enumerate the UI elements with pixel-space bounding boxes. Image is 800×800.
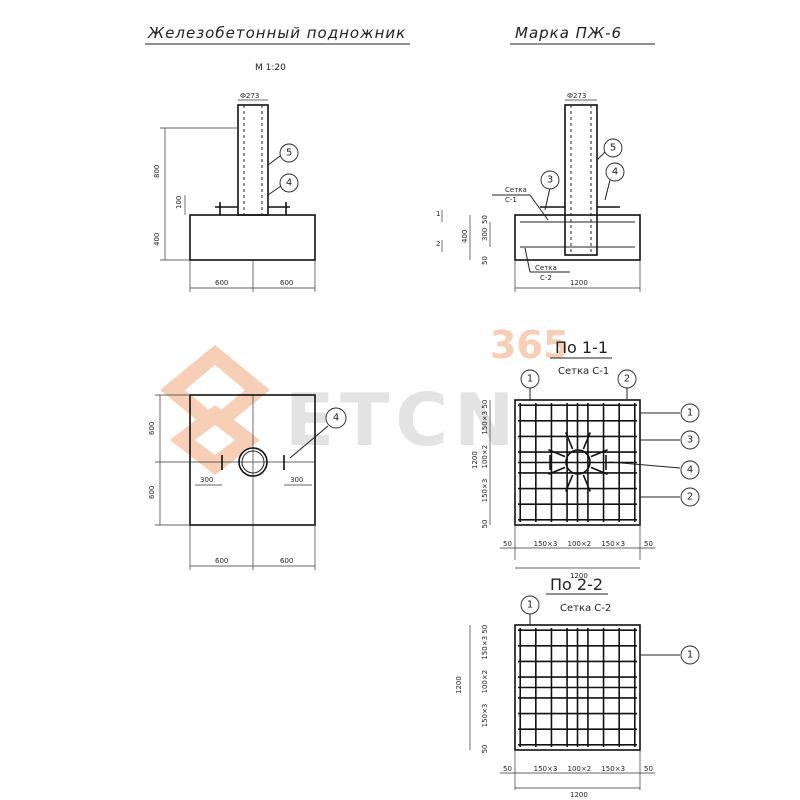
plan-dim-300-b: 300 <box>290 476 303 484</box>
radial-bar <box>548 449 566 458</box>
dimension-segment: 100×2 <box>481 670 489 694</box>
drawing-mark: Марка ПЖ-6 <box>515 24 622 42</box>
watermark-logo-icon <box>160 345 270 475</box>
mesh-c1-label: Сетка <box>505 186 527 194</box>
dimension-segment: 100×2 <box>568 540 592 548</box>
section-2-position-1-right: 1 <box>687 650 693 661</box>
mesh-c1-code: С-1 <box>505 196 517 204</box>
section-2-subtitle: Сетка С-2 <box>560 603 611 614</box>
plan-dim-600-top: 600 <box>148 422 156 435</box>
dimension-segment: 50 <box>481 625 489 634</box>
dim-50-top: 50 <box>481 215 489 224</box>
dim-800: 800 <box>153 165 161 178</box>
watermark-number: 365 <box>490 323 569 367</box>
section-1-dim-1200-left: 1200 <box>471 451 479 469</box>
dim-100: 100 <box>175 196 183 209</box>
dimension-segment: 50 <box>481 519 489 528</box>
section-mark-2: 2 <box>436 240 440 248</box>
section-1-1: По 1-1 Сетка С-1 1200 1200 1 2 1 3 4 2 <box>471 338 700 580</box>
dimension-segment: 150×3 <box>481 704 489 728</box>
plan-dim-600-b: 600 <box>280 557 293 565</box>
radial-bar <box>582 432 591 450</box>
watermark-brand: ETCN <box>285 378 520 462</box>
dimension-segment: 50 <box>503 540 512 548</box>
plan-position-4-bubble: 4 <box>333 413 339 424</box>
dimension-segment: 100×2 <box>481 445 489 469</box>
position-4-bubble-right: 4 <box>612 167 618 178</box>
dimension-segment: 150×3 <box>601 540 625 548</box>
plan-dim-600-a: 600 <box>215 557 228 565</box>
section-1-position-3-right: 3 <box>687 435 693 446</box>
dimension-segment: 50 <box>481 744 489 753</box>
dim-600-b: 600 <box>280 279 293 287</box>
dimension-segment: 50 <box>481 400 489 409</box>
position-4-bubble: 4 <box>286 178 292 189</box>
section-1-dim-1200: 1200 <box>570 572 588 580</box>
dim-300-right: 300 <box>481 228 489 241</box>
dim-400-right: 400 <box>461 230 469 243</box>
dimension-segment: 150×3 <box>534 540 558 548</box>
rebar-grid <box>518 403 637 522</box>
drawing-title: Железобетонный подножник <box>147 24 406 42</box>
dimension-segment: 150×3 <box>481 479 489 503</box>
section-2-title: По 2-2 <box>550 575 603 594</box>
dim-1200-right: 1200 <box>570 279 588 287</box>
section-mark-1: 1 <box>436 210 440 218</box>
radial-bar <box>582 474 591 492</box>
radial-bar <box>590 466 608 475</box>
section-2-dim-1200: 1200 <box>570 791 588 799</box>
section-1-position-2-top: 2 <box>624 374 630 385</box>
watermark: 365 ETCN <box>160 323 569 475</box>
dim-600-a: 600 <box>215 279 228 287</box>
mesh-c2-label: Сетка <box>535 264 557 272</box>
dimension-segment: 100×2 <box>568 765 592 773</box>
section-1-position-1-top: 1 <box>527 374 533 385</box>
plan-dim-300-a: 300 <box>200 476 213 484</box>
elevation-right: Ф273 Сетка С-1 Сетка С-2 400 300 50 50 1… <box>436 92 641 292</box>
rebar-grid <box>518 628 637 747</box>
plan-view: 300 300 600 600 600 600 4 <box>148 394 347 570</box>
dimension-segment: 150×3 <box>481 411 489 435</box>
position-3-bubble: 3 <box>547 175 553 186</box>
section-1-title: По 1-1 <box>555 338 608 357</box>
dimension-segment: 50 <box>644 540 653 548</box>
dimension-segment: 150×3 <box>601 765 625 773</box>
section-1-position-1-right: 1 <box>687 408 693 419</box>
dimension-segment: 50 <box>644 765 653 773</box>
dim-400: 400 <box>153 233 161 246</box>
mesh-c2-code: С-2 <box>540 274 552 282</box>
drawing-scale: М 1:20 <box>255 63 286 73</box>
radial-bar <box>565 432 574 450</box>
dim-50-bottom: 50 <box>481 256 489 265</box>
elevation-left: Ф273 800 100 400 600 600 5 4 <box>153 92 316 292</box>
pipe-diameter-label-right: Ф273 <box>567 92 586 100</box>
section-1-position-4-right: 4 <box>687 465 693 476</box>
plan-dim-600-side: 600 <box>148 486 156 499</box>
dimension-segment: 150×3 <box>481 636 489 660</box>
section-2-2: По 2-2 Сетка С-2 1200 1200 1 1 50 150×3 10… <box>455 575 700 799</box>
pipe-diameter-label: Ф273 <box>240 92 259 100</box>
section-1-subtitle: Сетка С-1 <box>558 366 609 377</box>
dimension-segment: 150×3 <box>534 765 558 773</box>
radial-bar <box>565 474 574 492</box>
position-5-bubble-right: 5 <box>610 143 616 154</box>
radial-bar <box>590 449 608 458</box>
dimension-segment: 50 <box>503 765 512 773</box>
radial-bar <box>548 466 566 475</box>
section-2-dim-1200-left: 1200 <box>455 676 463 694</box>
section-1-position-2-right: 2 <box>687 492 693 503</box>
section-2-position-1-top: 1 <box>527 600 533 611</box>
position-5-bubble: 5 <box>286 148 292 159</box>
